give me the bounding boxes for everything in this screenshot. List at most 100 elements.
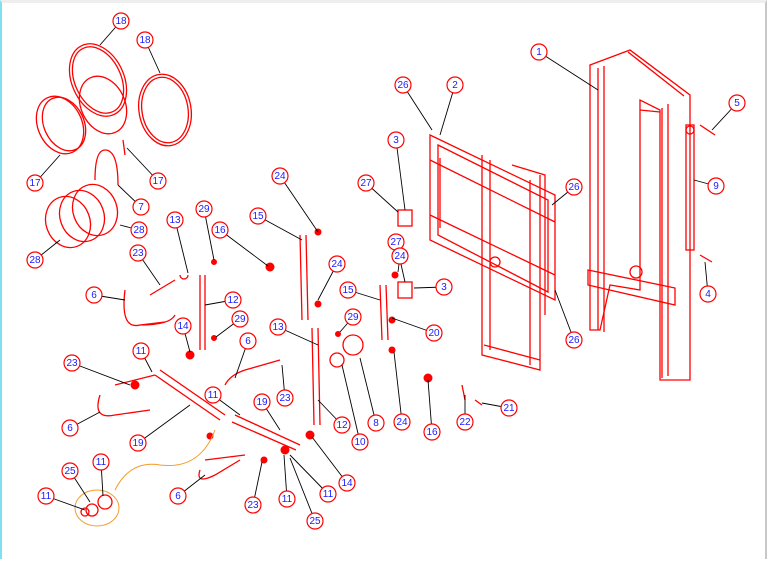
callout-circle: [239, 332, 257, 350]
callout-26: 26: [394, 76, 433, 131]
callout-circle: [367, 414, 385, 432]
callout-number: 24: [394, 251, 406, 262]
callout-circle: [435, 278, 453, 296]
callout-circle: [328, 255, 346, 273]
callout-24: 24: [317, 255, 346, 301]
callout-number: 25: [309, 516, 321, 527]
callout-number: 23: [66, 358, 78, 369]
callout-24: 24: [393, 351, 411, 431]
callout-circle: [130, 221, 148, 239]
callout-circle: [129, 434, 147, 452]
callout-23: 23: [276, 364, 294, 407]
callout-number: 19: [256, 397, 268, 408]
small-parts: [80, 209, 483, 517]
callout-number: 10: [354, 437, 366, 448]
cylinder-part: [685, 124, 716, 263]
callout-number: 12: [336, 420, 348, 431]
callout-28: 28: [119, 221, 148, 239]
callout-number: 15: [252, 211, 264, 222]
callout-16: 16: [211, 221, 269, 267]
callout-11: 11: [132, 342, 153, 373]
callout-circle: [357, 174, 375, 192]
hose-coils-part: [35, 43, 193, 249]
callout-number: 16: [426, 427, 438, 438]
callout-27: 27: [387, 233, 406, 283]
callout-circle: [276, 389, 294, 407]
callout-number: 6: [67, 423, 73, 434]
callout-number: 28: [133, 225, 145, 236]
callout-9: 9: [693, 177, 725, 195]
callout-25: 25: [289, 457, 324, 530]
callout-13: 13: [166, 211, 189, 274]
callout-number: 23: [279, 393, 291, 404]
leader-line: [137, 404, 191, 444]
callout-15: 15: [339, 281, 381, 301]
callout-circle: [63, 354, 81, 372]
callout-circle: [699, 285, 717, 303]
callout-8: 8: [359, 357, 385, 432]
callout-circle: [112, 12, 130, 30]
callout-circle: [387, 131, 405, 149]
callout-number: 29: [347, 312, 359, 323]
callout-number: 20: [428, 328, 440, 339]
callout-2: 2: [439, 76, 464, 136]
callout-6: 6: [85, 286, 126, 304]
callout-13: 13: [269, 318, 319, 346]
callout-25: 25: [61, 462, 91, 503]
callout-12: 12: [317, 399, 351, 434]
callout-circle: [393, 413, 411, 431]
callout-number: 3: [441, 282, 447, 293]
callout-11: 11: [278, 454, 296, 508]
callout-20: 20: [391, 317, 443, 342]
callout-circle: [565, 178, 583, 196]
callout-number: 26: [397, 80, 409, 91]
callout-circle: [456, 413, 474, 431]
callout-circle: [530, 43, 548, 61]
leader-line: [279, 175, 319, 233]
callout-number: 26: [568, 335, 580, 346]
callout-number: 8: [373, 418, 379, 429]
callout-circle: [728, 94, 746, 112]
callout-circle: [211, 221, 229, 239]
callout-10: 10: [341, 364, 369, 451]
callout-12: 12: [204, 291, 242, 309]
callouts: 1226359426262727243242415152013291623122…: [26, 12, 746, 530]
callout-circle: [253, 393, 271, 411]
callout-11: 11: [37, 487, 86, 511]
callout-circle: [306, 512, 324, 530]
callout-circle: [26, 251, 44, 269]
callout-number: 11: [96, 457, 107, 468]
callout-29: 29: [195, 200, 215, 261]
callout-number: 25: [64, 466, 76, 477]
leader-line: [289, 454, 329, 495]
callout-24: 24: [391, 247, 409, 273]
callout-circle: [204, 386, 222, 404]
callout-number: 14: [341, 478, 353, 489]
leader-line: [439, 84, 456, 136]
leader-line: [427, 379, 433, 433]
callout-circle: [707, 177, 725, 195]
callout-number: 14: [177, 321, 189, 332]
leader-line: [554, 289, 575, 341]
callout-number: 15: [342, 285, 354, 296]
callout-18: 18: [99, 12, 130, 46]
callout-22: 22: [456, 395, 474, 431]
callout-circle: [319, 485, 337, 503]
callout-6: 6: [169, 474, 206, 505]
highlight-connector: [74, 429, 216, 527]
callout-circle: [391, 247, 409, 265]
callout-23: 23: [129, 244, 161, 286]
callout-17: 17: [126, 147, 167, 190]
callout-number: 3: [393, 135, 399, 146]
callout-11: 11: [204, 386, 241, 416]
callout-circle: [500, 399, 518, 417]
callout-4: 4: [699, 261, 717, 303]
callout-number: 18: [115, 16, 127, 27]
callout-14: 14: [311, 436, 356, 492]
callout-number: 17: [29, 178, 41, 189]
callout-circle: [92, 453, 110, 471]
leader-line: [289, 457, 316, 522]
callout-number: 29: [198, 204, 210, 215]
callout-number: 12: [227, 295, 239, 306]
